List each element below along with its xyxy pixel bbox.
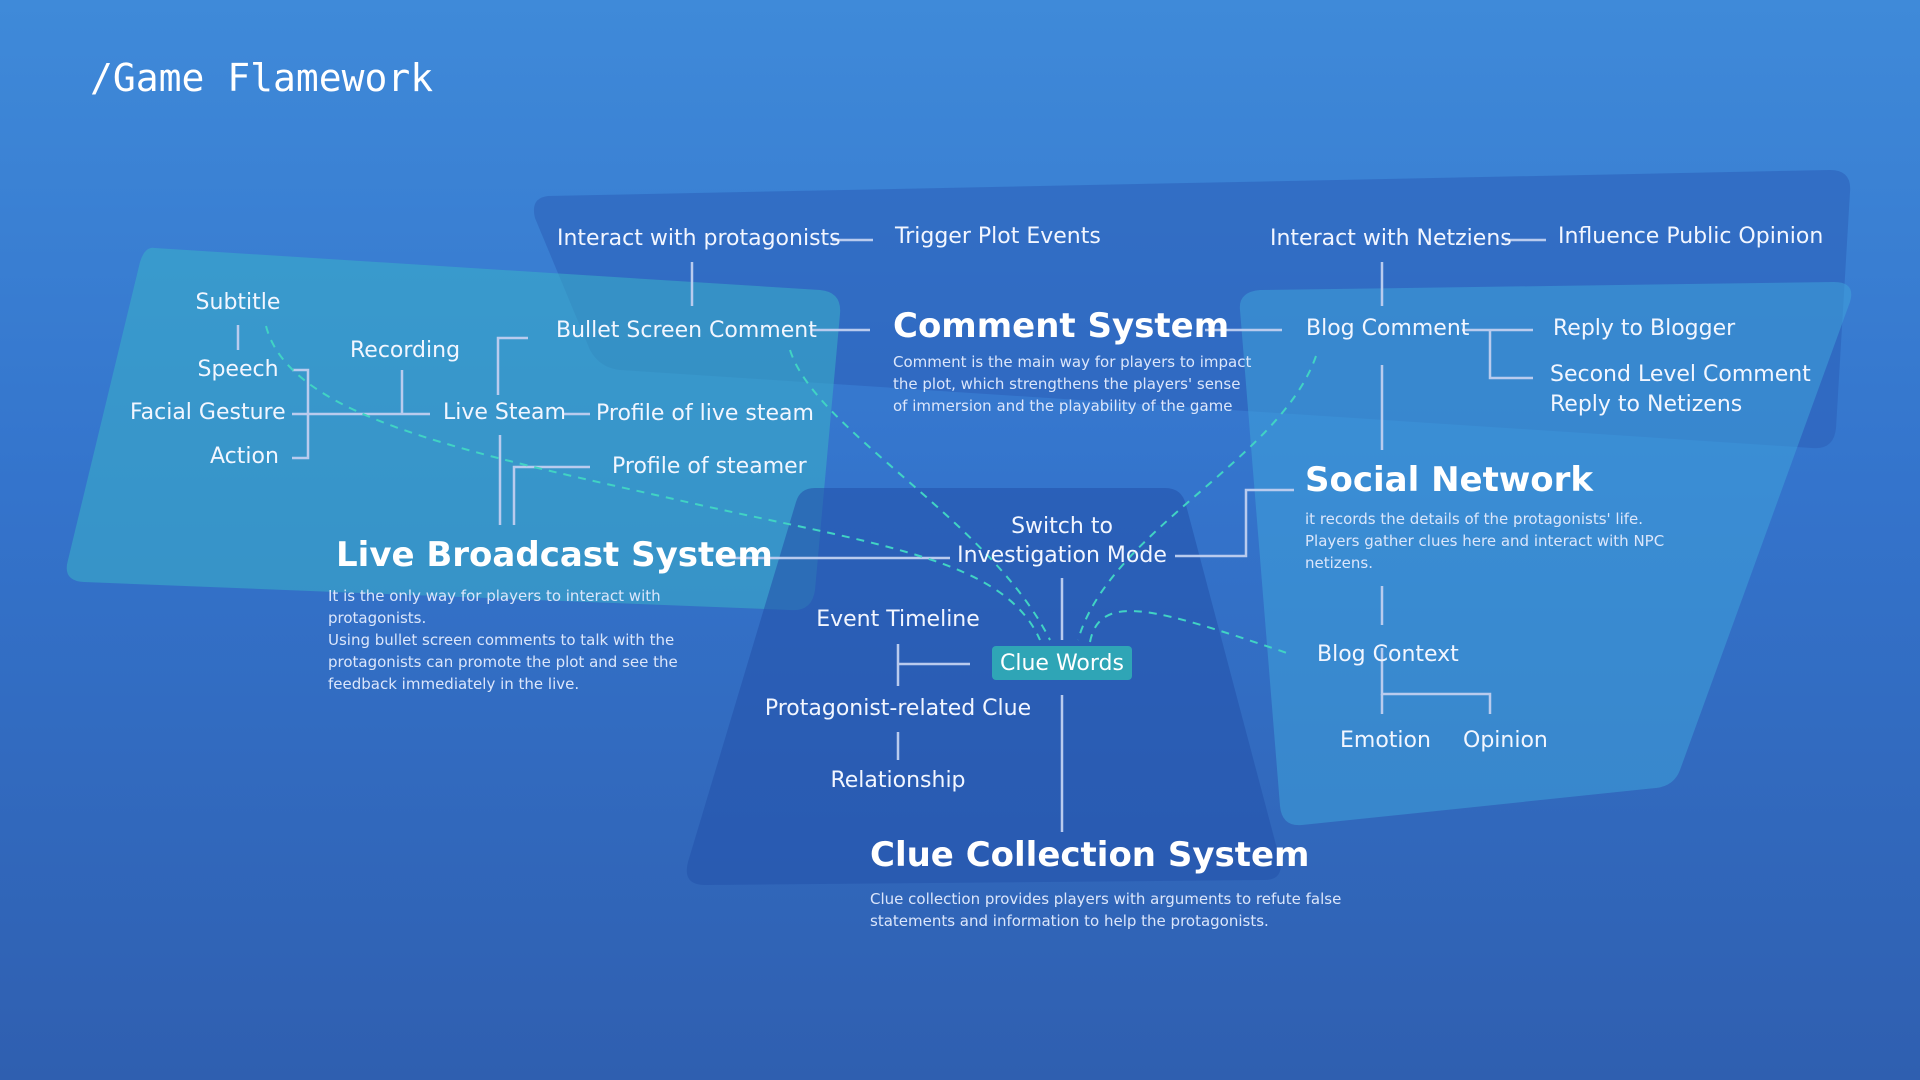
node-second-level-comment: Second Level Comment: [1550, 362, 1811, 387]
social-network-title: Social Network: [1305, 460, 1594, 500]
live-panel: [66, 247, 841, 611]
live-broadcast-title: Live Broadcast System: [336, 535, 773, 575]
connectors: [236, 238, 1546, 832]
node-profile-live-steam: Profile of live steam: [596, 401, 814, 426]
clue-collection-title: Clue Collection System: [870, 835, 1310, 875]
node-recording: Recording: [350, 338, 461, 363]
comment-system-description: Comment is the main way for players to i…: [893, 353, 1252, 415]
node-emotion: Emotion: [1340, 728, 1431, 753]
live-broadcast-description-2: Using bullet screen comments to talk wit…: [328, 631, 678, 693]
clue-panel: [686, 488, 1281, 885]
node-influence-public-opinion: Influence Public Opinion: [1558, 224, 1824, 249]
node-event-timeline: Event Timeline: [816, 607, 980, 632]
node-interact-netziens: Interact with Netziens: [1270, 226, 1512, 251]
node-investigation-mode: Investigation Mode: [957, 543, 1167, 568]
social-panel: [1239, 282, 1852, 826]
node-relationship: Relationship: [830, 768, 966, 793]
node-speech: Speech: [197, 357, 279, 382]
node-trigger-plot-events: Trigger Plot Events: [895, 224, 1101, 249]
live-broadcast-description-1: It is the only way for players to intera…: [328, 587, 661, 627]
node-interact-protagonists: Interact with protagonists: [557, 226, 841, 251]
node-facial-gesture: Facial Gesture: [130, 400, 286, 425]
clue-collection-description: Clue collection provides players with ar…: [870, 890, 1342, 930]
node-action: Action: [210, 444, 279, 469]
social-network-description: it records the details of the protagonis…: [1305, 510, 1665, 572]
node-switch-to: Switch to: [1011, 514, 1113, 539]
node-reply-to-netizens: Reply to Netizens: [1550, 392, 1743, 417]
node-subtitle: Subtitle: [195, 290, 281, 315]
node-reply-to-blogger: Reply to Blogger: [1553, 316, 1736, 341]
page-title: /Game Flamework: [90, 56, 434, 100]
node-blog-comment: Blog Comment: [1306, 316, 1470, 341]
dashed-links: [265, 325, 1317, 655]
node-live-steam: Live Steam: [443, 400, 566, 425]
node-blog-context: Blog Context: [1317, 642, 1459, 667]
node-bullet-screen-comment: Bullet Screen Comment: [556, 318, 817, 343]
node-protagonist-related-clue: Protagonist-related Clue: [764, 696, 1032, 721]
clue-words-badge: Clue Words: [992, 646, 1132, 680]
comment-system-title: Comment System: [893, 306, 1230, 346]
node-opinion: Opinion: [1463, 728, 1548, 753]
node-profile-steamer: Profile of steamer: [612, 454, 807, 479]
